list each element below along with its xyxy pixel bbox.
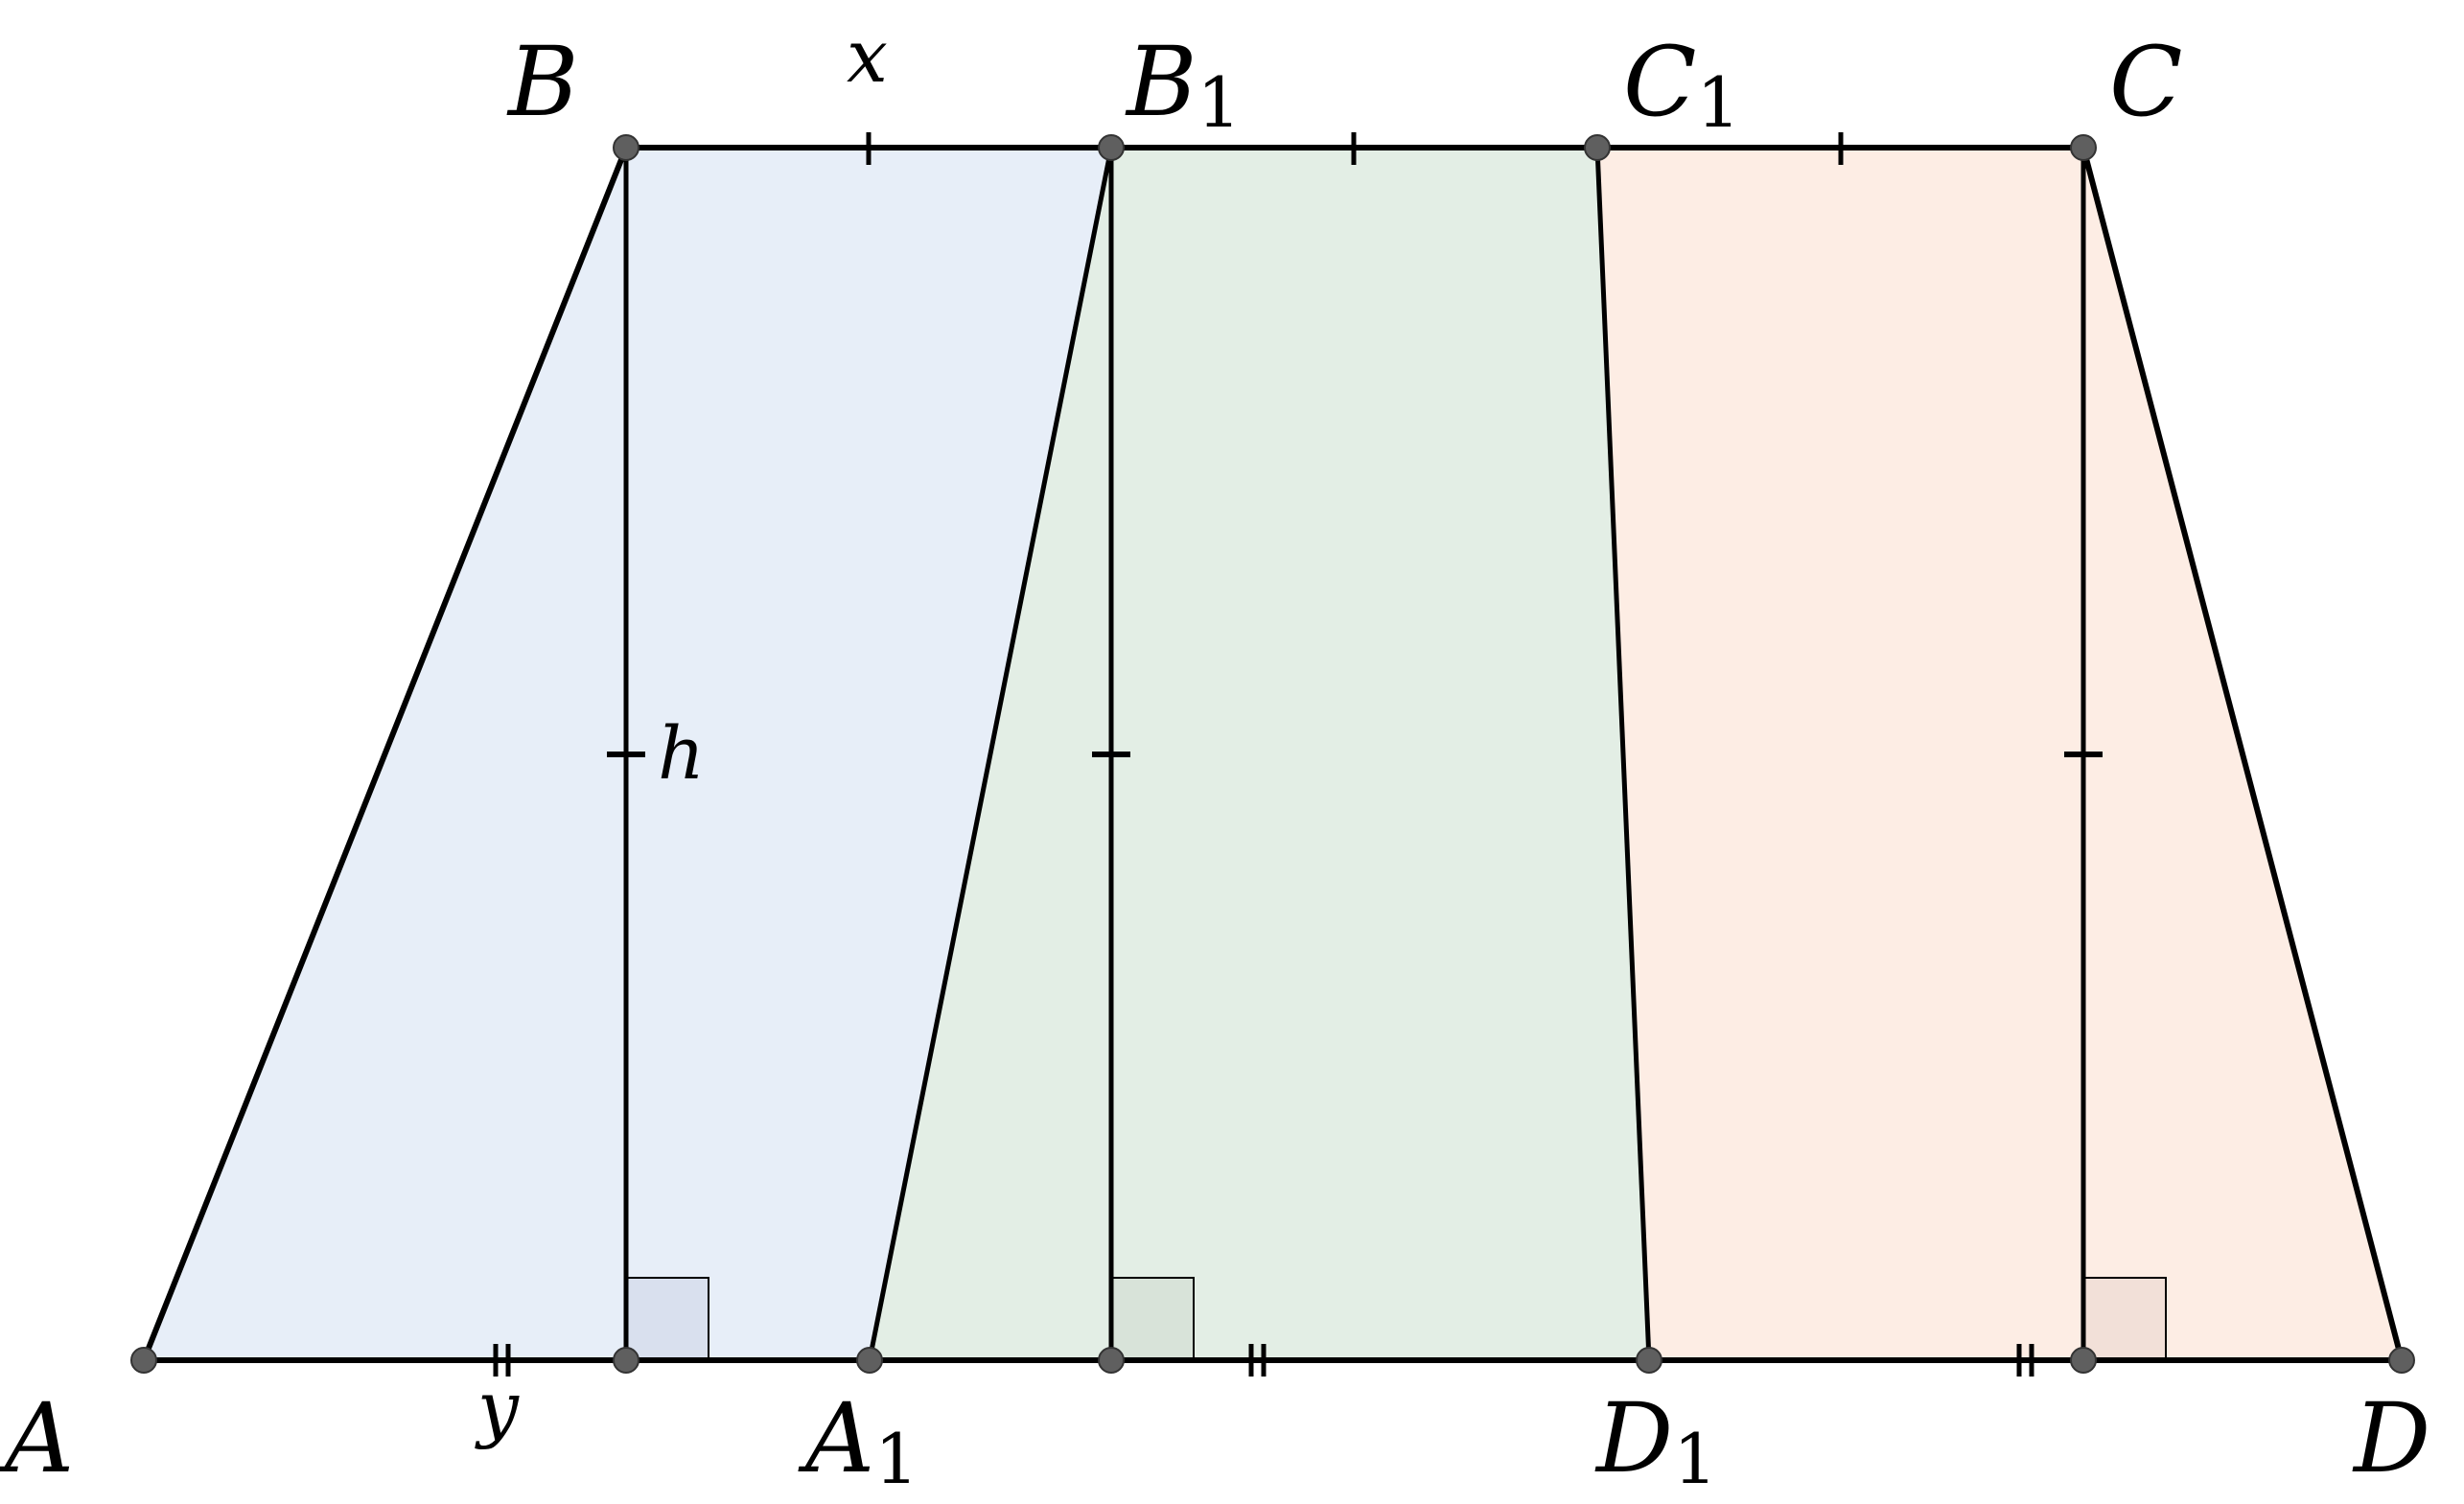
double-tick-1 <box>493 1344 511 1377</box>
point-d1 <box>1636 1347 1662 1374</box>
label-b1: B1 <box>1125 26 1241 143</box>
label-h: h <box>658 710 705 796</box>
label-y: y <box>475 1365 520 1450</box>
label-c: C <box>2109 26 2183 138</box>
point-foot-1 <box>613 1347 639 1374</box>
right-angle-mark-3 <box>2082 1277 2167 1361</box>
point-d <box>2388 1347 2415 1374</box>
point-b <box>613 134 639 161</box>
label-d1: D1 <box>1594 1382 1717 1499</box>
point-c <box>2070 134 2097 161</box>
points <box>130 134 2415 1374</box>
label-x: x <box>847 13 888 99</box>
segment-a1-b1 <box>867 147 1114 1361</box>
region-green-trapezoid <box>870 148 1649 1360</box>
point-b1 <box>1098 134 1125 161</box>
label-b: B <box>506 26 579 138</box>
label-a1: A1 <box>798 1382 918 1499</box>
point-foot-2 <box>1098 1347 1125 1374</box>
point-a <box>130 1347 157 1374</box>
label-d: D <box>2352 1382 2430 1494</box>
point-foot-3 <box>2070 1347 2097 1374</box>
point-c1 <box>1584 134 1611 161</box>
double-tick-2 <box>1248 1344 1267 1377</box>
right-angle-mark-2 <box>1110 1277 1195 1361</box>
double-tick-3 <box>2016 1344 2034 1377</box>
region-orange-trapezoid <box>1597 148 2402 1360</box>
right-angle-mark-1 <box>625 1277 709 1361</box>
label-c1: C1 <box>1623 26 1740 143</box>
label-a: A <box>0 1382 74 1494</box>
point-a1 <box>856 1347 883 1374</box>
segment-c1-d1 <box>1594 147 1652 1361</box>
